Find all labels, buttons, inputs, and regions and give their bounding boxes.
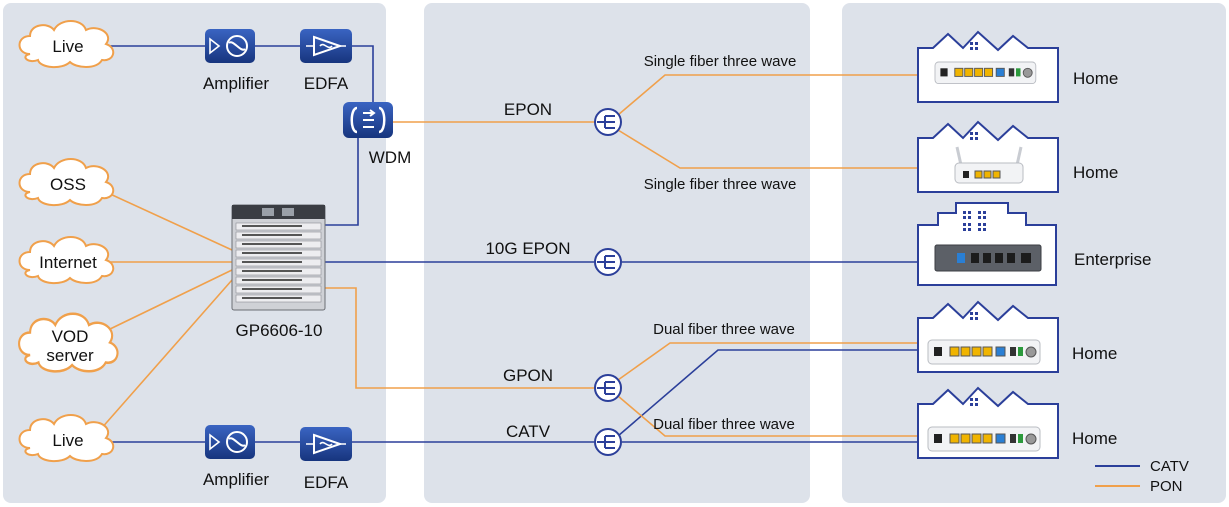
link-catv: CATV [506, 422, 551, 441]
link-10g-epon: 10G EPON [485, 239, 570, 258]
endpoint-home1: Home [1073, 69, 1118, 88]
source-vod-line1: VOD [52, 327, 89, 346]
label-olt: GP6606-10 [236, 321, 323, 340]
label-edfa-bottom: EDFA [304, 473, 349, 492]
endpoint-home3: Home [1072, 344, 1117, 363]
splitter-gpon-icon [594, 374, 622, 402]
endpoint-enterprise: Enterprise [1074, 250, 1151, 269]
olt-chassis-icon [231, 204, 326, 311]
source-vod-line2: server [46, 346, 94, 365]
endpoint-home4: Home [1072, 429, 1117, 448]
splitter-epon-icon [594, 108, 622, 136]
splitter-catv-icon [594, 428, 622, 456]
wdm-icon [343, 102, 393, 138]
link-dual-upper: Dual fiber three wave [653, 321, 795, 338]
endpoint-home2: Home [1073, 163, 1118, 182]
router-home2-icon [954, 146, 1024, 184]
link-dual-lower: Dual fiber three wave [653, 416, 795, 433]
amplifier-bottom-icon [205, 425, 255, 459]
label-wdm: WDM [369, 148, 411, 167]
source-live-top: Live [52, 37, 83, 56]
ont-home1-icon [934, 61, 1037, 85]
link-epon: EPON [504, 100, 552, 119]
label-amplifier-top: Amplifier [203, 74, 269, 93]
amplifier-top-icon [205, 29, 255, 63]
link-gpon: GPON [503, 366, 553, 385]
edfa-bottom-icon [300, 427, 352, 461]
source-oss: OSS [50, 175, 86, 194]
ont-home4-icon [927, 426, 1041, 452]
link-epon-lower: Single fiber three wave [644, 176, 797, 193]
link-epon-upper: Single fiber three wave [644, 53, 797, 70]
splitter-10g-epon-icon [594, 248, 622, 276]
switch-enterprise-icon [934, 244, 1042, 272]
left-panel [3, 3, 386, 503]
ont-home3-icon [927, 339, 1041, 365]
pon-lines [99, 74, 952, 437]
label-amplifier-bottom: Amplifier [203, 470, 269, 489]
source-internet: Internet [39, 253, 97, 272]
catv-lines [104, 45, 932, 443]
label-edfa-top: EDFA [304, 74, 349, 93]
legend-catv: CATV [1150, 458, 1189, 475]
legend-pon: PON [1150, 478, 1183, 495]
source-live-bottom: Live [52, 431, 83, 450]
edfa-top-icon [300, 29, 352, 63]
